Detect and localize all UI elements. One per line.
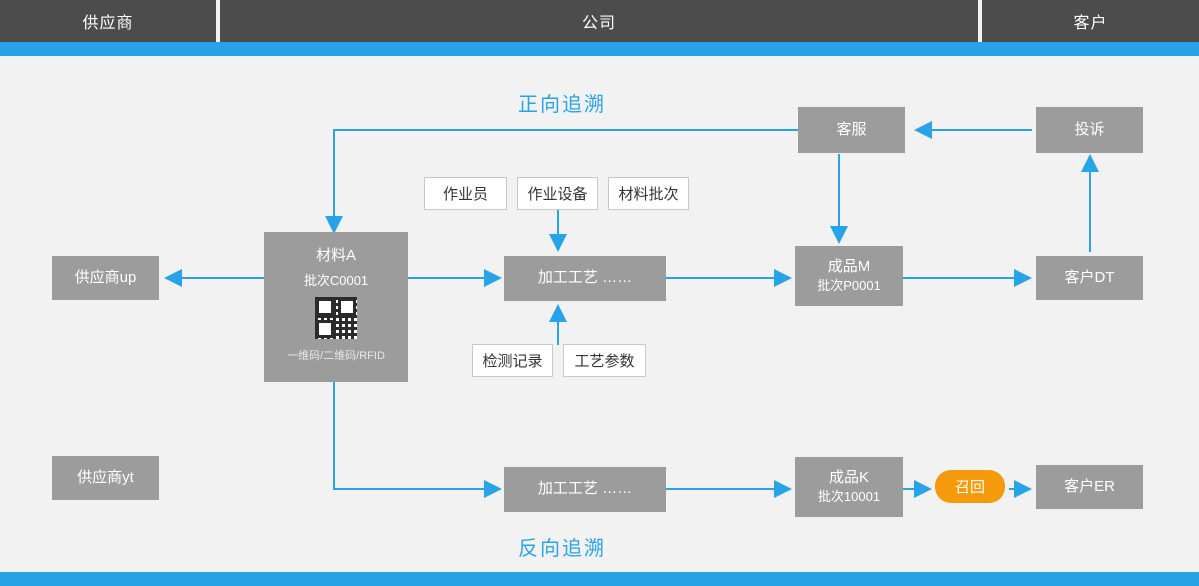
attribute-process-parameters[interactable]: 工艺参数 — [563, 344, 646, 377]
material-name: 材料A — [315, 247, 356, 264]
node-supplier-up-label: 供应商up — [74, 268, 137, 286]
product-k-batch: 批次10001 — [817, 489, 881, 505]
accent-bar-top — [0, 42, 1199, 56]
material-batch: 批次C0001 — [303, 273, 369, 288]
lane-divider-1 — [216, 0, 220, 42]
product-k-name: 成品K — [828, 469, 869, 487]
node-process-bottom[interactable]: 加工工艺 …… — [504, 467, 666, 512]
lane-header-customer: 客户 — [982, 0, 1199, 42]
node-customer-er-label: 客户ER — [1064, 477, 1115, 495]
attribute-material-batch[interactable]: 材料批次 — [608, 177, 689, 210]
lane-label-supplier: 供应商 — [82, 15, 134, 32]
attribute-operator[interactable]: 作业员 — [424, 177, 507, 210]
product-m-batch: 批次P0001 — [817, 278, 881, 294]
node-customer-service-label: 客服 — [836, 120, 867, 138]
qr-code-icon — [315, 297, 357, 339]
lane-label-customer: 客户 — [1073, 15, 1108, 32]
node-complaint[interactable]: 投诉 — [1036, 107, 1143, 153]
node-complaint-label: 投诉 — [1074, 120, 1105, 138]
node-customer-er[interactable]: 客户ER — [1036, 465, 1143, 509]
attribute-inspection-record-label: 检测记录 — [482, 353, 543, 370]
attribute-inspection-record[interactable]: 检测记录 — [472, 344, 553, 377]
node-supplier-yt-label: 供应商yt — [77, 468, 134, 486]
attribute-material-batch-label: 材料批次 — [618, 186, 679, 203]
node-product-m[interactable]: 成品M 批次P0001 — [795, 246, 903, 306]
node-product-k[interactable]: 成品K 批次10001 — [795, 457, 903, 517]
attribute-operator-label: 作业员 — [442, 186, 488, 203]
node-process-bottom-label: 加工工艺 …… — [537, 480, 633, 498]
lane-divider-2 — [978, 0, 982, 42]
node-customer-dt-label: 客户DT — [1064, 268, 1115, 286]
label-forward-trace: 正向追溯 — [518, 88, 606, 117]
lane-header-company: 公司 — [220, 0, 978, 42]
material-code-types: 一维码/二维码/RFID — [287, 350, 385, 362]
node-customer-dt[interactable]: 客户DT — [1036, 256, 1143, 300]
lane-header-supplier: 供应商 — [0, 0, 216, 42]
node-supplier-up[interactable]: 供应商up — [52, 256, 159, 300]
product-m-name: 成品M — [827, 258, 871, 276]
attribute-equipment[interactable]: 作业设备 — [517, 177, 598, 210]
node-customer-service[interactable]: 客服 — [798, 107, 905, 153]
label-backward-trace: 反向追溯 — [518, 532, 606, 561]
node-process-top[interactable]: 加工工艺 …… — [504, 256, 666, 301]
node-recall[interactable]: 召回 — [935, 470, 1005, 503]
node-recall-label: 召回 — [954, 479, 985, 496]
lane-label-company: 公司 — [581, 15, 616, 32]
label-forward-trace-text: 正向追溯 — [518, 94, 606, 116]
node-supplier-yt[interactable]: 供应商yt — [52, 456, 159, 500]
label-backward-trace-text: 反向追溯 — [518, 538, 606, 560]
attribute-equipment-label: 作业设备 — [527, 186, 588, 203]
node-process-top-label: 加工工艺 …… — [537, 269, 633, 287]
attribute-process-parameters-label: 工艺参数 — [574, 353, 635, 370]
node-material-a[interactable]: 材料A 批次C0001 一维码/二维码/RFID — [264, 232, 408, 382]
accent-bar-bottom — [0, 572, 1199, 586]
